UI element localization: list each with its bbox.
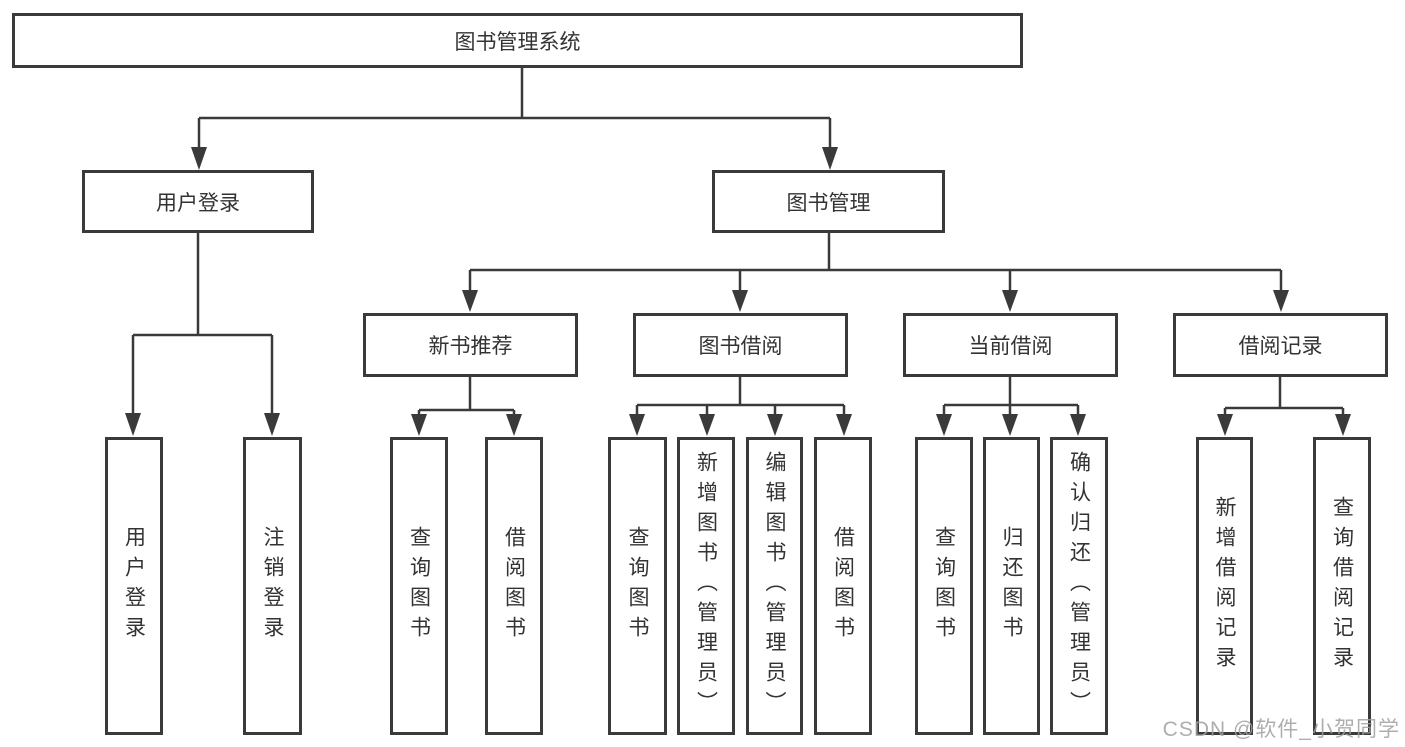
- leaf-bb-borrow-books: 借阅图书: [814, 437, 872, 735]
- leaf-br-add-record-label: 新增借阅记录: [1213, 496, 1236, 676]
- node-book-management: 图书管理: [712, 170, 945, 233]
- leaf-cb-query-books-label: 查询图书: [932, 526, 956, 646]
- leaf-bb-edit-books-admin: 编辑图书（管理员）: [746, 437, 803, 735]
- connector-root-to-level2: [191, 68, 838, 170]
- leaf-bb-borrow-books-label: 借阅图书: [831, 526, 855, 646]
- connector-book-borrow-to-leaves: [629, 377, 852, 436]
- leaf-bb-query-books: 查询图书: [608, 437, 667, 735]
- leaf-cb-return-books: 归还图书: [983, 437, 1040, 735]
- leaf-nbr-borrow-books-label: 借阅图书: [502, 526, 526, 646]
- leaf-nbr-borrow-books: 借阅图书: [485, 437, 543, 735]
- node-book-borrow: 图书借阅: [633, 313, 848, 377]
- leaf-user-login: 用户登录: [105, 437, 163, 735]
- leaf-cb-query-books: 查询图书: [915, 437, 973, 735]
- csdn-watermark: CSDN @软件_小贺同学: [1162, 718, 1400, 741]
- node-borrow-record: 借阅记录: [1173, 313, 1388, 377]
- leaf-nbr-query-books: 查询图书: [390, 437, 448, 735]
- leaf-cb-return-books-label: 归还图书: [1000, 526, 1023, 646]
- connector-book-mgmt-to-level3: [462, 233, 1289, 312]
- leaf-bb-query-books-label: 查询图书: [626, 526, 649, 646]
- leaf-br-add-record: 新增借阅记录: [1196, 437, 1253, 735]
- leaf-bb-edit-books-admin-label: 编辑图书（管理员）: [763, 451, 786, 721]
- leaf-logout-label: 注销登录: [261, 526, 284, 646]
- leaf-logout: 注销登录: [243, 437, 302, 735]
- connector-borrow-record-to-leaves: [1217, 377, 1351, 436]
- node-current-borrow: 当前借阅: [903, 313, 1118, 377]
- leaf-bb-add-books-admin: 新增图书（管理员）: [677, 437, 735, 735]
- leaf-nbr-query-books-label: 查询图书: [407, 526, 431, 646]
- leaf-cb-confirm-return-admin-label: 确认归还（管理员）: [1067, 451, 1091, 721]
- leaf-br-query-record-label: 查询借阅记录: [1330, 496, 1354, 676]
- leaf-user-login-label: 用户登录: [122, 526, 146, 646]
- node-new-book-recommend: 新书推荐: [363, 313, 578, 377]
- leaf-bb-add-books-admin-label: 新增图书（管理员）: [694, 451, 718, 721]
- leaf-br-query-record: 查询借阅记录: [1313, 437, 1371, 735]
- node-root-system: 图书管理系统: [12, 13, 1023, 68]
- connector-new-book-rec-to-leaves: [411, 377, 522, 436]
- connector-current-borrow-to-leaves: [936, 377, 1086, 436]
- leaf-cb-confirm-return-admin: 确认归还（管理员）: [1050, 437, 1108, 735]
- connector-user-login-to-leaves: [125, 233, 280, 436]
- node-user-login: 用户登录: [82, 170, 314, 233]
